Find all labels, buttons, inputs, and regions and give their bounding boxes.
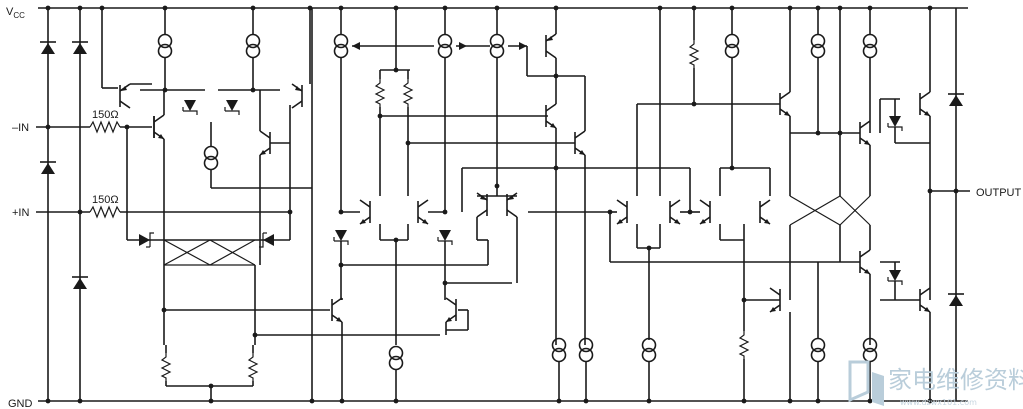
watermark-logo-icon bbox=[848, 360, 884, 406]
watermark-url: www.dzwx101.com bbox=[900, 398, 977, 407]
rail-junctions bbox=[45, 5, 933, 404]
gnd-label: GND bbox=[8, 398, 33, 409]
minus-in-label: –IN bbox=[12, 122, 29, 134]
output-label: OUTPUT bbox=[976, 187, 1022, 199]
second-stage bbox=[311, 8, 575, 401]
plus-in-label: +IN bbox=[12, 207, 29, 219]
output-stage bbox=[769, 8, 970, 401]
input-stage bbox=[101, 8, 440, 401]
input-clamp-diodes bbox=[39, 8, 89, 401]
gain-stage bbox=[461, 8, 691, 401]
minus-in-path bbox=[36, 120, 152, 134]
fourth-stage bbox=[609, 8, 790, 401]
vcc-label: VCC bbox=[6, 6, 25, 20]
resistor-plus-label: 150Ω bbox=[92, 194, 119, 206]
watermark: 家电维修资料网 www.dzwx101.com bbox=[848, 360, 1023, 407]
watermark-text: 家电维修资料网 bbox=[888, 366, 1023, 394]
resistor-minus-label: 150Ω bbox=[92, 109, 119, 121]
